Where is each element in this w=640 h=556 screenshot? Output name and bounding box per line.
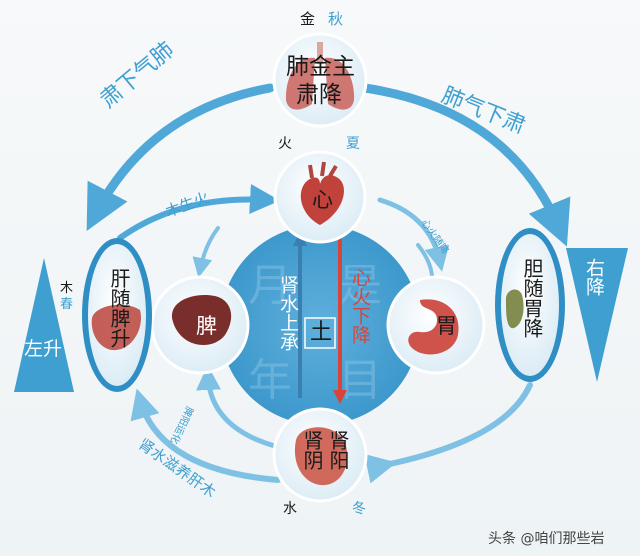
arc-bottom-left <box>130 388 281 483</box>
arc-top-right <box>360 83 571 247</box>
right-descend-label: 右降 <box>583 258 605 296</box>
right-descend-triangle <box>566 248 628 382</box>
spleen-icon <box>171 294 232 346</box>
winter-season-label: 冬 <box>352 501 366 517</box>
svg-text:是: 是 <box>338 260 382 311</box>
fire-element-label: 火 <box>278 136 292 152</box>
svg-text:年: 年 <box>248 355 292 406</box>
kidney-yin-label: 肾阴 <box>300 430 324 470</box>
center-circle <box>220 225 420 425</box>
stomach-icon <box>408 299 459 355</box>
arc-inner-bottom-left <box>196 365 285 451</box>
arc-top-left <box>86 83 275 231</box>
kidney-icon <box>294 427 348 486</box>
summer-season-label: 夏 <box>346 136 360 152</box>
center-right-vertical-text: 心火下降 <box>349 268 371 344</box>
wood-element-label: 木 <box>60 281 74 296</box>
spring-season-label: 春 <box>60 297 74 312</box>
liver-icon <box>91 304 141 351</box>
left-rise-triangle <box>14 258 74 392</box>
stomach-circle <box>386 275 486 375</box>
arc-inner-top-right <box>377 197 450 272</box>
lungs-label-line1: 肺金主 <box>286 54 355 80</box>
metal-element-label: 金 <box>300 10 316 28</box>
center-left-vertical-text: 肾水上承 <box>277 275 299 351</box>
gallbladder-label: 胆随胃降 <box>520 258 544 338</box>
heart-icon <box>300 161 344 225</box>
lungs-icon <box>285 42 355 110</box>
liver-label: 肝随脾升 <box>107 268 131 348</box>
svg-text:目: 目 <box>338 355 382 406</box>
water-element-label: 水 <box>283 501 297 517</box>
autumn-season-label: 秋 <box>328 10 344 28</box>
stomach-label: 胃 <box>436 314 457 338</box>
earth-box <box>304 317 336 349</box>
heart-label: 心 <box>312 188 333 212</box>
gallbladder-icon <box>505 289 524 329</box>
arc-left-down <box>192 226 220 278</box>
arc-inner-top-left <box>117 184 280 241</box>
arc-bottom-right <box>364 382 533 484</box>
left-rise-label: 左升 <box>24 338 63 360</box>
watermark-text: 头条 @咱们那些岩 <box>488 531 605 547</box>
lungs-label-line2: 肃降 <box>296 82 342 108</box>
earth-label: 土 <box>310 320 333 345</box>
svg-text:月: 月 <box>248 260 292 311</box>
kidney-yang-label: 肾阳 <box>326 430 350 470</box>
spleen-label: 脾 <box>196 314 217 338</box>
arc-right-down <box>416 243 434 277</box>
